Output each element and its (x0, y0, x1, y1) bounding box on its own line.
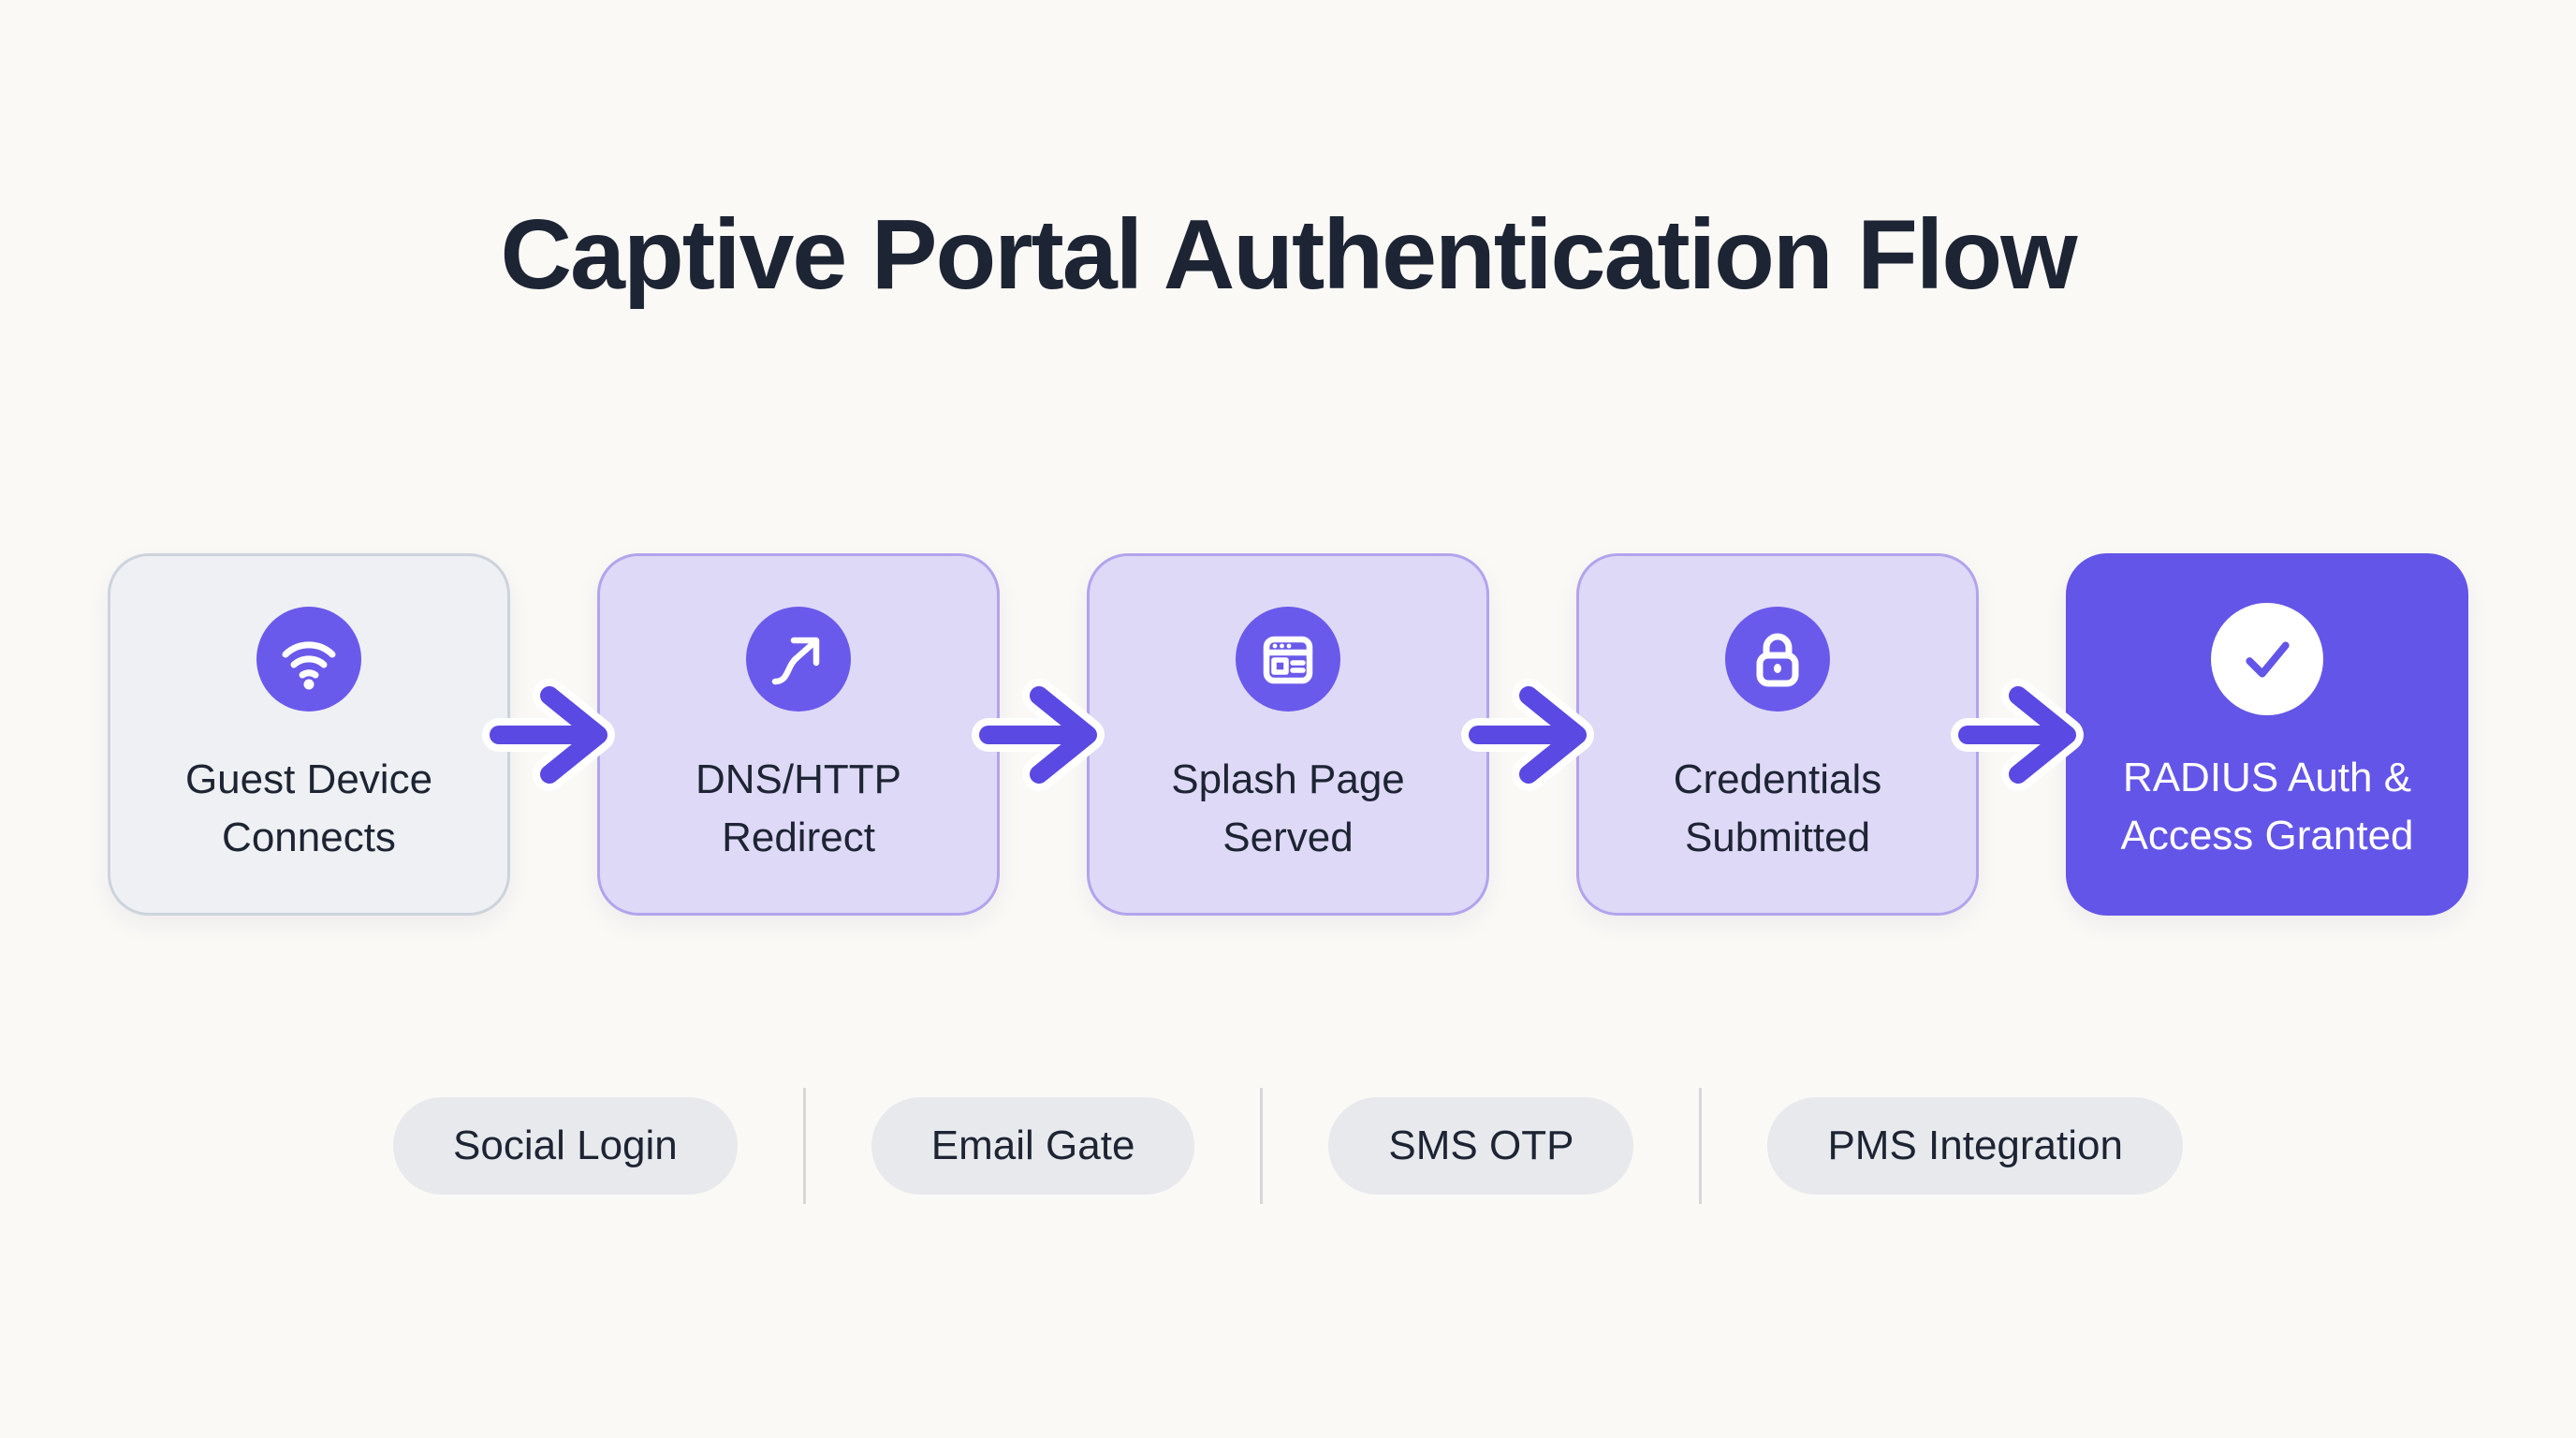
step-label: RADIUS Auth & Access Granted (2120, 755, 2414, 858)
step-guest-device-connects: Guest Device Connects (108, 553, 510, 916)
divider (1699, 1088, 1703, 1204)
check-icon (2211, 603, 2323, 715)
auth-method-social-login: Social Login (393, 1097, 738, 1195)
flow-arrow (1951, 553, 2084, 916)
step-splash-page-served: Splash Page Served (1087, 553, 1489, 916)
step-label: Credentials Submitted (1673, 756, 1882, 860)
lock-icon (1725, 607, 1830, 712)
flow-row: Guest Device Connects DNS/HTTP Redirect (108, 553, 2468, 916)
flow-arrow (1461, 553, 1594, 916)
flow-arrow (482, 553, 615, 916)
flow-arrow (972, 553, 1105, 916)
page-title: Captive Portal Authentication Flow (500, 199, 2077, 310)
auth-methods-row: Social Login Email Gate SMS OTP PMS Inte… (0, 1088, 2576, 1204)
step-label: Splash Page Served (1171, 756, 1405, 860)
step-label: DNS/HTTP Redirect (695, 756, 901, 860)
divider (1260, 1088, 1264, 1204)
step-radius-auth-access-granted: RADIUS Auth & Access Granted (2066, 553, 2468, 916)
step-dns-http-redirect: DNS/HTTP Redirect (597, 553, 1000, 916)
step-credentials-submitted: Credentials Submitted (1576, 553, 1979, 916)
divider (802, 1088, 806, 1204)
redirect-icon (746, 607, 851, 712)
browser-icon (1236, 607, 1340, 712)
auth-method-pms-integration: PMS Integration (1767, 1097, 2183, 1195)
step-label: Guest Device Connects (184, 756, 433, 860)
auth-method-email-gate: Email Gate (871, 1097, 1195, 1195)
auth-method-sms-otp: SMS OTP (1328, 1097, 1634, 1195)
wifi-icon (256, 607, 361, 712)
